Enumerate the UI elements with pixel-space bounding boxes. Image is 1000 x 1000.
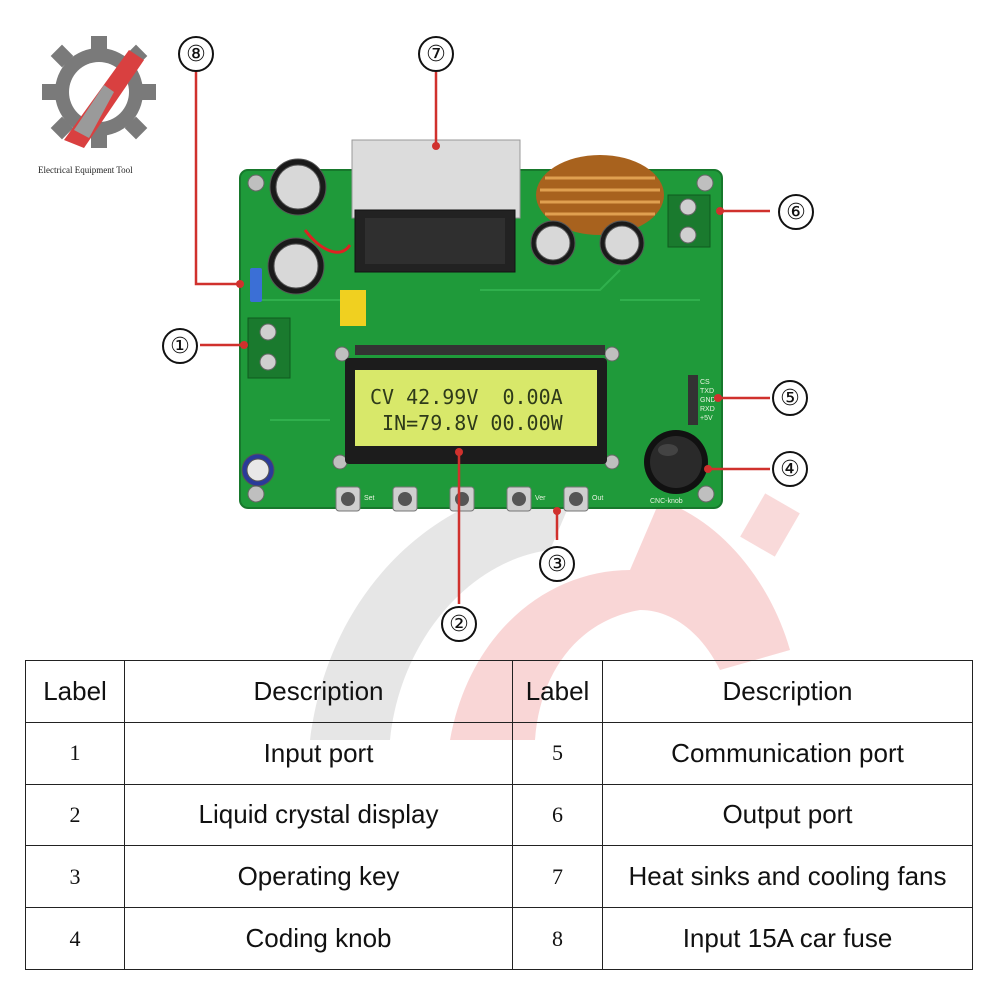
lcd-line-1: CV 42.99V 0.00A [370,385,563,409]
row-description: Communication port [602,721,973,785]
callout-5: ⑤ [772,380,808,416]
row-label: 5 [512,721,603,785]
callout-6: ⑥ [778,194,814,230]
row-label: 6 [512,783,603,847]
header-label: Label [512,660,603,723]
row-description: Output port [602,783,973,847]
row-description: Coding knob [124,907,513,970]
callout-8: ⑧ [178,36,214,72]
row-label: 2 [25,783,125,847]
row-label: 4 [25,907,125,970]
key-label-out: Out [592,495,603,502]
callout-7: ⑦ [418,36,454,72]
knob-label: CNC-knob [650,498,683,505]
heat-sink-fan [351,139,521,273]
brand-logo-icon [42,36,156,148]
output-port-terminals [667,194,711,248]
svg-text:GND: GND [700,397,716,404]
coding-knob [644,430,708,494]
logo-caption: Electrical Equipment Tool [38,165,133,175]
row-description: Input port [124,721,513,785]
table-row: 3 Operating key 7 Heat sinks and cooling… [25,845,973,909]
lcd-screen [355,370,597,446]
svg-text:TXD: TXD [700,388,714,395]
callout-3: ③ [539,546,575,582]
callout-2: ② [441,606,477,642]
table-row: 2 Liquid crystal display 6 Output port [25,783,973,847]
table-header-row: Label Description Label Description [25,660,973,723]
operating-keys [335,486,589,512]
lcd-line-2: IN=79.8V 00.00W [370,411,564,435]
row-label: 7 [512,845,603,909]
leader-lines [194,70,770,604]
board-diagram: CV 42.99V 0.00A IN=79.8V 00.00W Set Ver … [194,70,770,604]
header-description: Description [124,660,513,723]
header-label: Label [25,660,125,723]
svg-text:CS: CS [700,379,710,386]
label-description-table: Label Description Label Description 1 In… [25,660,973,970]
svg-text:+5V: +5V [700,415,713,422]
fuse [250,268,262,302]
row-description: Operating key [124,845,513,909]
row-label: 1 [25,721,125,785]
comm-pin-labels: CS TXD GND RXD +5V [700,379,716,422]
svg-text:RXD: RXD [700,406,715,413]
table-row: 4 Coding knob 8 Input 15A car fuse [25,907,973,970]
input-port-terminals [247,317,291,379]
table-row: 1 Input port 5 Communication port [25,721,973,785]
key-label-ver: Ver [535,495,546,502]
row-description: Heat sinks and cooling fans [602,845,973,909]
header-description: Description [602,660,973,723]
row-label: 3 [25,845,125,909]
inductor-coil [536,155,664,235]
key-label-set: Set [364,495,375,502]
row-description: Liquid crystal display [124,783,513,847]
row-label: 8 [512,907,603,970]
callout-1: ① [162,328,198,364]
capacitors [241,158,645,487]
leader-dots [236,142,724,515]
callout-4: ④ [772,451,808,487]
row-description: Input 15A car fuse [602,907,973,970]
mounting-screws [247,174,715,503]
